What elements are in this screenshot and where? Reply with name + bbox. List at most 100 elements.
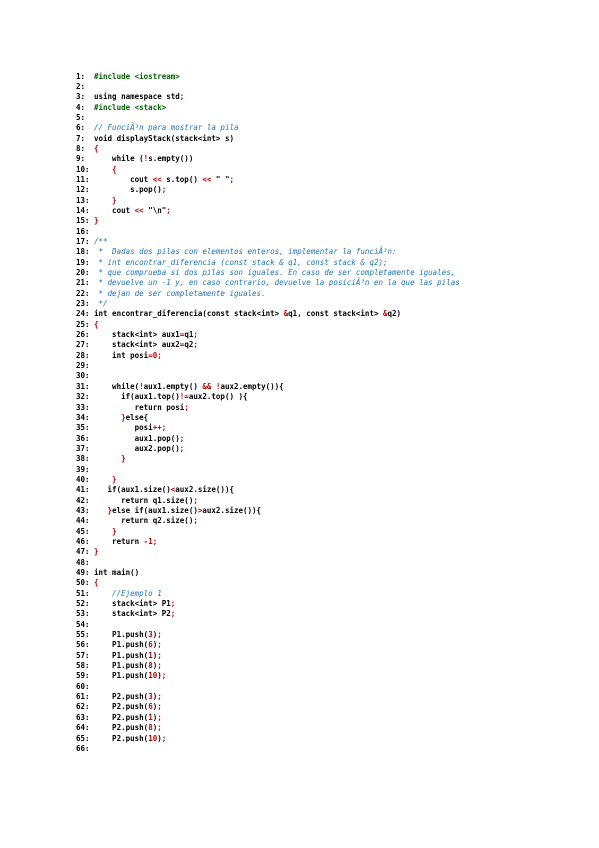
code-token: " ": [211, 174, 230, 184]
line-number: 44:: [76, 516, 90, 526]
code-token: posi: [94, 423, 153, 433]
line-number: 32:: [76, 392, 90, 402]
code-token: 8: [148, 661, 153, 671]
line-number: 40:: [76, 474, 90, 484]
code-token: stack<int> aux1: [94, 330, 180, 340]
code-line: 4:#include <stack>: [76, 103, 460, 113]
code-line: 15:}: [76, 216, 460, 226]
code-token: 1: [148, 536, 153, 546]
line-number: 14:: [76, 205, 90, 215]
code-token: ;: [193, 340, 198, 350]
code-token: else if(aux1.size(): [112, 505, 198, 515]
code-line: 13: }: [76, 196, 460, 206]
code-line: 50: {: [76, 578, 460, 588]
code-token: s.top(): [161, 174, 203, 184]
code-line: 19: * int encontrar_diferencia (const st…: [76, 258, 460, 268]
line-number: 65:: [76, 733, 90, 743]
code-token: ;: [157, 350, 162, 360]
code-line: 21: * devuelve un -1 y, en caso contrari…: [76, 278, 460, 288]
code-token: }: [94, 547, 99, 557]
code-token: ;: [229, 174, 234, 184]
code-token: ;: [157, 702, 162, 712]
code-line: 60:: [76, 682, 460, 692]
line-number: 37:: [76, 443, 90, 453]
code-token: &&: [202, 381, 212, 391]
code-token: !: [215, 381, 221, 391]
line-number: 24:: [76, 309, 90, 319]
line-number: 34:: [76, 412, 90, 422]
line-number: 9:: [76, 154, 86, 164]
code-token: }: [94, 454, 126, 464]
code-token: }: [94, 412, 126, 422]
code-token: if(aux1.size(): [94, 485, 171, 495]
code-token: <<: [202, 174, 212, 184]
code-line: 55: P1.push(3);: [76, 630, 460, 640]
line-number: 46:: [76, 536, 90, 546]
code-line: 51: //Ejemplo 1: [76, 589, 460, 599]
line-number: 2:: [76, 81, 86, 91]
code-token: {: [94, 578, 99, 588]
line-number: 66:: [76, 743, 90, 753]
line-number: 11:: [76, 174, 90, 184]
code-token: q1: [184, 330, 194, 340]
code-token: P2.push(: [94, 733, 149, 743]
line-number: 38:: [76, 454, 90, 464]
code-token: P1.push(: [94, 640, 149, 650]
line-number: 10:: [76, 164, 90, 174]
code-line: 64: P2.push(8);: [76, 723, 460, 733]
code-line: 57: P1.push(1);: [76, 651, 460, 661]
line-number: 26:: [76, 330, 90, 340]
line-number: 50:: [76, 578, 90, 588]
code-line: 45: }: [76, 527, 460, 537]
line-number: 36:: [76, 433, 90, 443]
code-token: ;: [193, 516, 198, 526]
code-token: ;: [193, 330, 198, 340]
line-number: 29:: [76, 361, 90, 371]
code-token: <: [170, 485, 176, 495]
code-token: q2): [387, 309, 402, 319]
line-number: 3:: [76, 92, 86, 102]
code-line: 1:#include <iostream>: [76, 72, 460, 82]
code-token: using namespace std: [94, 92, 180, 102]
code-token: s.empty()): [148, 154, 194, 164]
code-line: 5:: [76, 113, 460, 123]
code-token: stack<int> aux2: [94, 340, 180, 350]
line-number: 18:: [76, 247, 90, 257]
code-line: 42: return q1.size();: [76, 496, 460, 506]
code-token: &: [283, 309, 289, 319]
code-line: 52: stack<int> P1;: [76, 599, 460, 609]
code-token: int main(): [94, 568, 140, 577]
code-line: 3:using namespace std;: [76, 92, 460, 102]
code-token: P2.push(: [94, 692, 149, 702]
code-token: -: [143, 536, 149, 546]
line-number: 6:: [76, 123, 86, 133]
code-token: P1.push(: [94, 650, 149, 660]
code-token: * devuelve un -1 y, en caso contrario, d…: [94, 278, 460, 288]
line-number: 17:: [76, 237, 90, 246]
code-token: }: [94, 195, 117, 205]
line-number: 63:: [76, 712, 90, 722]
line-number: 21:: [76, 278, 90, 288]
code-token: aux2.top() ){: [188, 392, 248, 402]
code-token: ): [152, 712, 158, 722]
code-token: aux2.size()){: [202, 505, 262, 515]
code-token: ;: [179, 443, 185, 453]
code-token: }: [94, 505, 113, 515]
code-token: !=: [179, 392, 189, 402]
code-line: 59: P1.push(10);: [76, 671, 460, 681]
code-line: 36: aux1.pop();: [76, 434, 460, 444]
code-token: ;: [157, 661, 162, 671]
code-token: aux2.empty()){: [220, 381, 284, 391]
code-token: }: [94, 474, 117, 484]
code-line: 8:{: [76, 144, 460, 154]
line-number: 60:: [76, 681, 90, 691]
code-token: return: [94, 536, 144, 546]
code-line: 11: cout << s.top() << " ";: [76, 175, 460, 185]
code-token: {: [94, 319, 99, 329]
code-line: 54:: [76, 620, 460, 630]
code-token: 3: [148, 692, 153, 702]
code-line: 66:: [76, 744, 460, 754]
line-number: 41:: [76, 485, 90, 495]
line-number: 48:: [76, 557, 90, 567]
code-token: 6: [148, 702, 153, 712]
